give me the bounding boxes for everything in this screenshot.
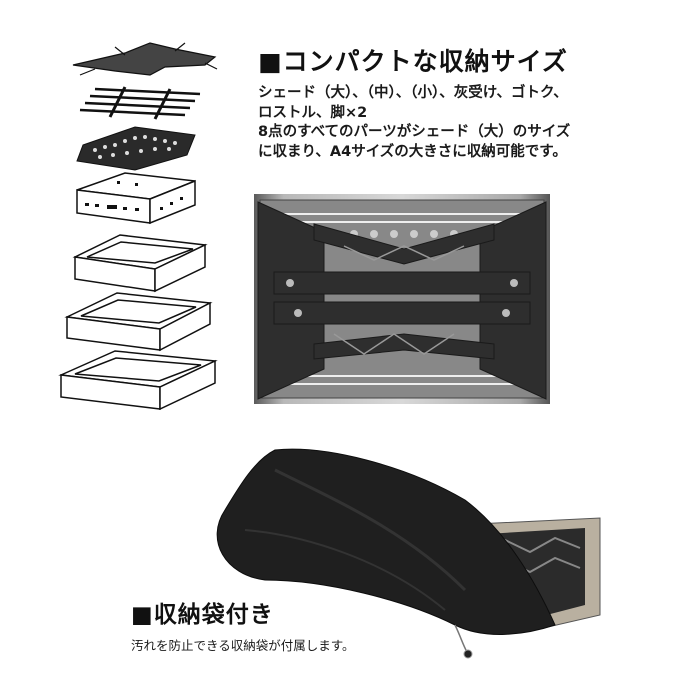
shade-medium-part xyxy=(72,234,208,293)
grill-grate-part xyxy=(79,86,201,120)
shade-small-part xyxy=(76,172,196,225)
description-line: 8点のすべてのパーツがシェード（大）のサイズ xyxy=(258,124,571,140)
ash-tray-part xyxy=(76,126,196,171)
description-line: に収まり、A4サイズの大きさに収納可能です。 xyxy=(258,143,567,160)
stored-parts-photo xyxy=(254,194,550,404)
compact-storage-heading: ■コンパクトな収納サイズ xyxy=(258,47,568,76)
compact-storage-description: シェード（大）、（中）、（小）、灰受け、ゴトク、 ロストル、脚×2 8点のすべて… xyxy=(258,84,570,162)
storage-bag-heading: ■収納袋付き xyxy=(131,602,274,628)
parts-diagram xyxy=(55,35,235,410)
trivet-part xyxy=(72,42,218,76)
storage-bag-photo xyxy=(205,440,605,665)
shade-large-part xyxy=(64,292,213,352)
storage-bag-caption: 汚れを防止できる収納袋が付属します。 xyxy=(131,638,355,653)
description-line: シェード（大）、（中）、（小）、灰受け、ゴトク、 xyxy=(258,85,568,101)
description-line: ロストル、脚×2 xyxy=(258,104,368,121)
shade-base-part xyxy=(58,350,218,410)
